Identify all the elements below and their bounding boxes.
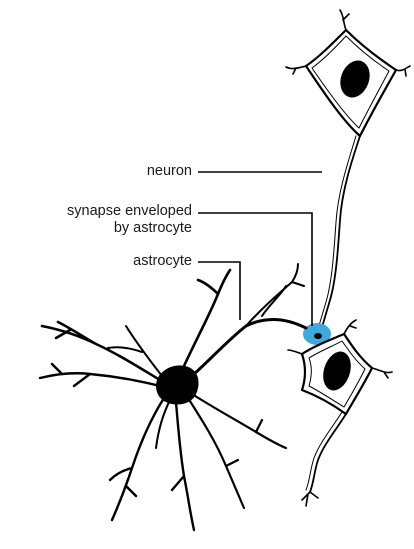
astrocyte-process	[192, 394, 286, 448]
bottom-neuron-nucleus	[318, 348, 355, 394]
label-synapse-line1: synapse enveloped	[67, 203, 192, 220]
top-neuron-axon	[320, 136, 360, 336]
bottom-neuron	[288, 320, 392, 506]
top-neuron-dendrite	[286, 10, 349, 74]
astrocyte	[40, 264, 306, 530]
astrocyte-process	[246, 264, 304, 326]
label-synapse-line2: by astrocyte	[67, 220, 192, 237]
astrocyte-process	[188, 398, 244, 508]
label-astrocyte: astrocyte	[133, 253, 192, 270]
label-synapse: synapse enveloped by astrocyte	[67, 203, 192, 237]
leader-line-synapse	[198, 213, 312, 326]
synapse-terminal	[314, 333, 322, 339]
leader-lines	[198, 172, 322, 326]
top-neuron-dendrite	[396, 66, 410, 76]
bottom-neuron-axon	[310, 414, 346, 492]
bottom-neuron-axon	[306, 412, 342, 490]
astrocyte-process	[110, 398, 164, 520]
astrocyte-process	[108, 326, 162, 376]
astrocyte-process	[172, 402, 194, 530]
top-neuron-nucleus	[335, 56, 374, 101]
bottom-neuron-axon-terminal	[302, 492, 318, 506]
label-neuron: neuron	[147, 163, 192, 180]
top-neuron	[286, 10, 410, 336]
astrocyte-process	[184, 270, 230, 366]
astrocyte-process	[192, 319, 306, 376]
astrocyte-process	[40, 364, 160, 386]
